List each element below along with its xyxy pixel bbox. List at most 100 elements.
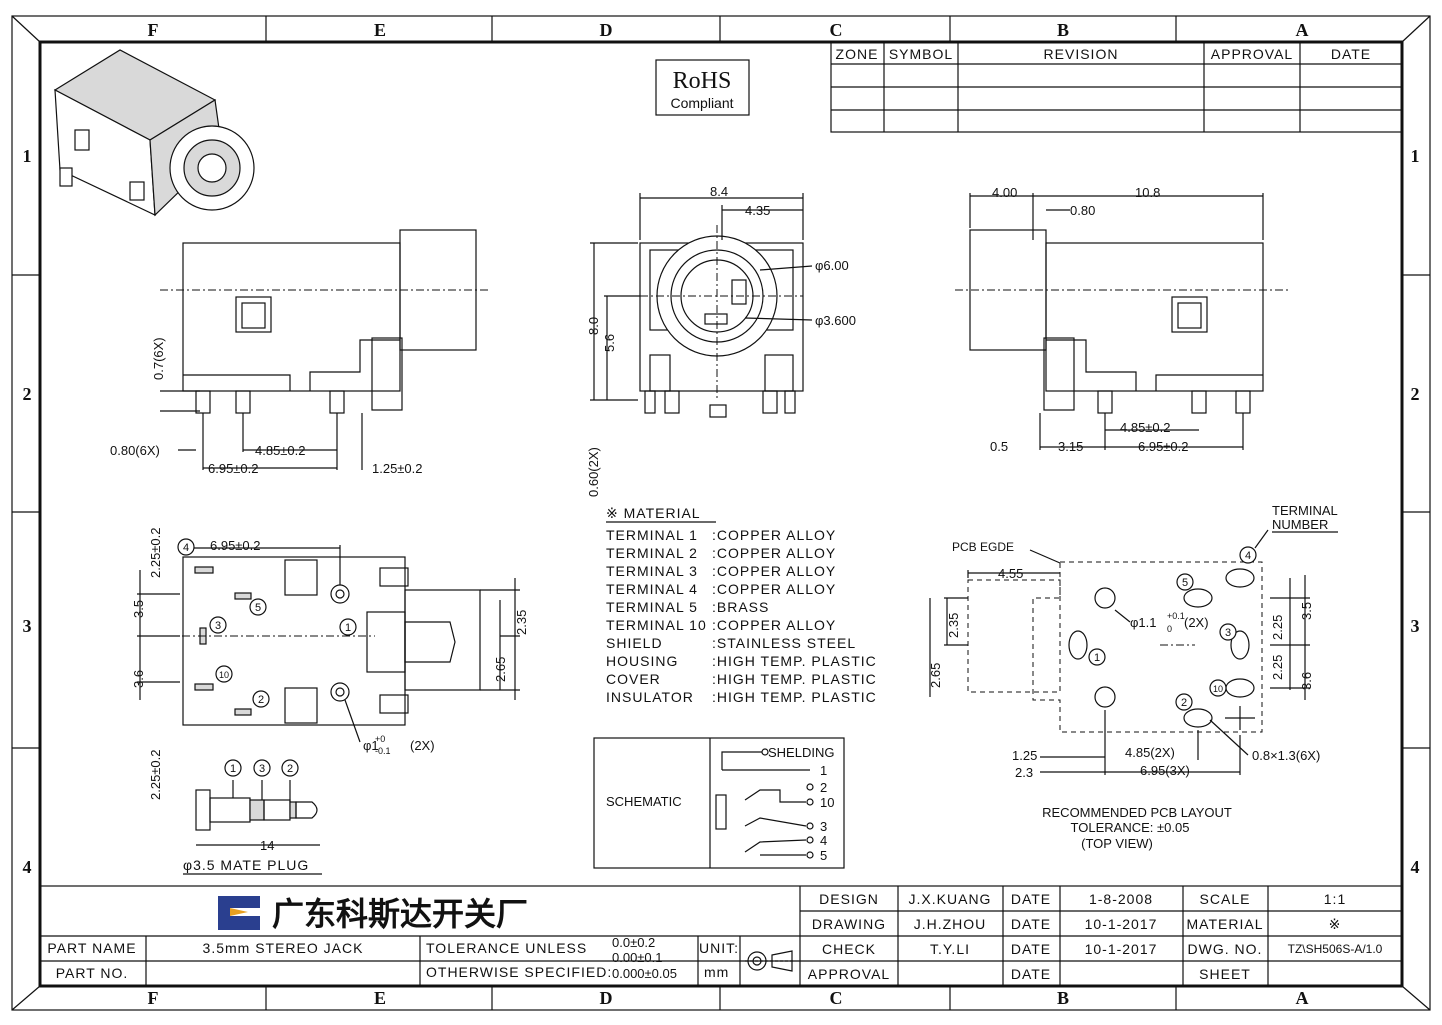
schematic-pin: 5 xyxy=(820,848,827,863)
material-spec: :COPPER ALLOY xyxy=(712,563,836,579)
dim-text: 0.8×1.3(6X) xyxy=(1252,748,1320,763)
revision-header-zone: ZONE xyxy=(836,46,879,62)
dim-text: 2.3 xyxy=(1015,765,1033,780)
dim-text: 3.6 xyxy=(131,670,146,688)
schematic-pin: 1 xyxy=(820,763,827,778)
row-date: 1-8-2008 xyxy=(1089,891,1153,907)
terminal-callout: 10 xyxy=(219,670,229,680)
dim-text: φ3.600 xyxy=(815,313,856,328)
dim-text: 4.85±0.2 xyxy=(1120,420,1171,435)
terminal-callout: 1 xyxy=(345,622,351,634)
hole-dim-suffix: (2X) xyxy=(1184,615,1209,630)
row-key: DWG. NO. xyxy=(1188,941,1263,957)
part-name-value: 3.5mm STEREO JACK xyxy=(203,940,364,956)
row-role: APPROVAL xyxy=(808,966,890,982)
zone-number: 3 xyxy=(1411,616,1420,636)
dim-text: 6.95±0.2 xyxy=(1138,439,1189,454)
row-date: 10-1-2017 xyxy=(1085,941,1158,957)
material-part: TERMINAL 2 xyxy=(606,545,698,561)
row-name: J.X.KUANG xyxy=(909,891,992,907)
row-name: T.Y.LI xyxy=(930,941,970,957)
otherwise-label: OTHERWISE SPECIFIED: xyxy=(426,964,612,980)
pcb-edge-label: PCB EGDE xyxy=(952,540,1014,554)
schematic-pin: 3 xyxy=(820,819,827,834)
material-spec: :COPPER ALLOY xyxy=(712,545,836,561)
hole-dim: φ1.1 xyxy=(1130,615,1157,630)
dim-text: 6.95±0.2 xyxy=(210,538,261,553)
zone-number: 2 xyxy=(23,384,32,404)
schematic-box: SCHEMATIC SHELDING 1 2 10 3 4 5 xyxy=(593,737,845,869)
row-value: TZ\SH506S-A/1.0 xyxy=(1288,942,1383,956)
zone-letter: C xyxy=(830,988,843,1008)
dim-text: 2.25±0.2 xyxy=(148,527,163,578)
dim-text: 8.4 xyxy=(710,184,728,199)
bottom-view: 6.95±0.2 2.25±0.2 3.5 3.6 2.35 2.65 2.25… xyxy=(131,527,529,800)
dim-text: 8.0 xyxy=(586,317,601,335)
pcb-layout-view: TERMINAL NUMBER PCB EGDE 4.55 2.35 2.65 … xyxy=(928,503,1338,851)
dim-text: 3.6 xyxy=(1299,672,1314,690)
material-spec: :HIGH TEMP. PLASTIC xyxy=(712,671,877,687)
dim-text: (2X) xyxy=(410,738,435,753)
dim-text: 14 xyxy=(260,838,274,853)
row-date-label: DATE xyxy=(1011,941,1051,957)
plug-caption: φ3.5 MATE PLUG xyxy=(183,857,309,873)
zone-number: 1 xyxy=(23,146,32,166)
unit-label: UNIT: xyxy=(699,940,739,956)
plug-terminal-callout: 2 xyxy=(287,763,293,775)
schematic-pin: 2 xyxy=(820,780,827,795)
dim-text: 6.95±0.2 xyxy=(208,461,259,476)
hole-dim-sup: +0.1 xyxy=(1167,611,1185,621)
material-part: COVER xyxy=(606,671,661,687)
zone-numbers-left: 1 2 3 4 xyxy=(23,146,32,877)
unit-value: mm xyxy=(704,964,729,980)
material-part: TERMINAL 3 xyxy=(606,563,698,579)
material-spec: :HIGH TEMP. PLASTIC xyxy=(712,689,877,705)
dim-text: 3.15 xyxy=(1058,439,1083,454)
dim-text: 4.85±0.2 xyxy=(255,443,306,458)
pcb-terminal-callout: 1 xyxy=(1094,652,1100,664)
row-date: 10-1-2017 xyxy=(1085,916,1158,932)
zone-letter: D xyxy=(600,988,613,1008)
material-part: SHIELD xyxy=(606,635,663,651)
dim-text: 0.60(2X) xyxy=(586,447,601,497)
dim-text: 4.35 xyxy=(745,203,770,218)
dim-text: φ6.00 xyxy=(815,258,849,273)
schematic-pin: SHELDING xyxy=(768,745,834,760)
zone-letter: F xyxy=(148,988,159,1008)
zone-number: 4 xyxy=(23,857,32,877)
row-date-label: DATE xyxy=(1011,966,1051,982)
row-date-label: DATE xyxy=(1011,916,1051,932)
schematic-pin: 10 xyxy=(820,795,834,810)
revision-header-revision: REVISION xyxy=(1044,46,1119,62)
tolerance-value: 0.00±0.1 xyxy=(612,950,663,965)
material-spec: :STAINLESS STEEL xyxy=(712,635,856,651)
isometric-view xyxy=(53,49,255,217)
material-spec: :BRASS xyxy=(712,599,769,615)
pcb-terminal-callout: 3 xyxy=(1225,627,1231,639)
dim-text: 3.5 xyxy=(131,600,146,618)
mate-plug-view: 1 3 2 14 φ3.5 MATE PLUG xyxy=(183,759,322,875)
zone-number: 1 xyxy=(1411,146,1420,166)
zone-letter: E xyxy=(374,20,386,40)
tolerance-value: 0.0±0.2 xyxy=(612,935,655,950)
dim-text: 0.80 xyxy=(1070,203,1095,218)
dim-text: 5.6 xyxy=(602,334,617,352)
row-key: SHEET xyxy=(1199,966,1251,982)
rohs-compliant-text: Compliant xyxy=(670,95,733,111)
zone-letter: B xyxy=(1057,20,1069,40)
revision-header-approval: APPROVAL xyxy=(1211,46,1293,62)
material-part: TERMINAL 1 xyxy=(606,527,698,543)
material-part: TERMINAL 5 xyxy=(606,599,698,615)
material-part: TERMINAL 10 xyxy=(606,617,707,633)
zone-letter: C xyxy=(830,20,843,40)
dim-text: 0.5 xyxy=(990,439,1008,454)
material-list: ※ MATERIAL TERMINAL 1 :COPPER ALLOY TERM… xyxy=(606,505,877,705)
projection-symbol-icon xyxy=(745,950,795,972)
material-title: ※ MATERIAL xyxy=(606,505,701,521)
row-value: 1:1 xyxy=(1324,891,1346,907)
material-part: TERMINAL 4 xyxy=(606,581,698,597)
terminal-number-label: NUMBER xyxy=(1272,517,1328,532)
dim-text: +0 xyxy=(375,734,385,744)
zone-letter: B xyxy=(1057,988,1069,1008)
